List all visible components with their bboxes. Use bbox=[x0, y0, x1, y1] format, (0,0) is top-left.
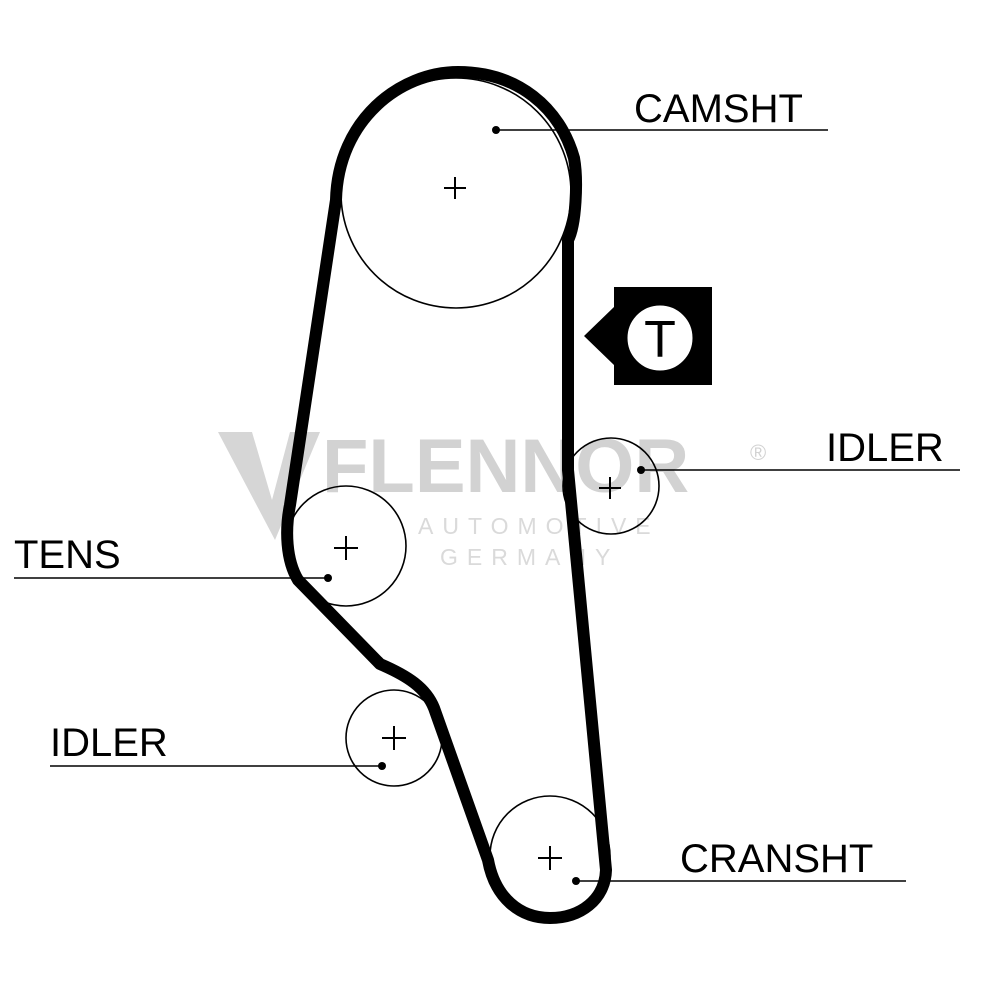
crankshaft-center-mark bbox=[538, 846, 562, 870]
timing-belt bbox=[281, 66, 612, 924]
watermark-line2: GERMANY bbox=[440, 544, 619, 570]
tension-marker-letter: T bbox=[644, 311, 676, 369]
camshaft-label: CAMSHT bbox=[634, 87, 803, 131]
idler-right-center-mark bbox=[599, 477, 621, 499]
idler-left-label: IDLER bbox=[50, 721, 168, 765]
camshaft-center-mark bbox=[444, 177, 466, 199]
tension-point-icon: T bbox=[584, 287, 712, 385]
idler-left-center-mark bbox=[382, 726, 406, 750]
idler-right-label: IDLER bbox=[826, 426, 944, 470]
idler-right-pulley bbox=[562, 437, 660, 535]
tensioner-label: TENS bbox=[14, 533, 121, 577]
watermark-registered: ® bbox=[750, 440, 766, 465]
crankshaft-label: CRANSHT bbox=[680, 837, 873, 881]
flennor-v-logo-icon bbox=[218, 432, 320, 540]
tensioner-center-mark bbox=[334, 536, 358, 560]
watermark-line1: AUTOMOTIVE bbox=[418, 513, 660, 539]
watermark-brand: FLENNOR bbox=[322, 424, 689, 509]
